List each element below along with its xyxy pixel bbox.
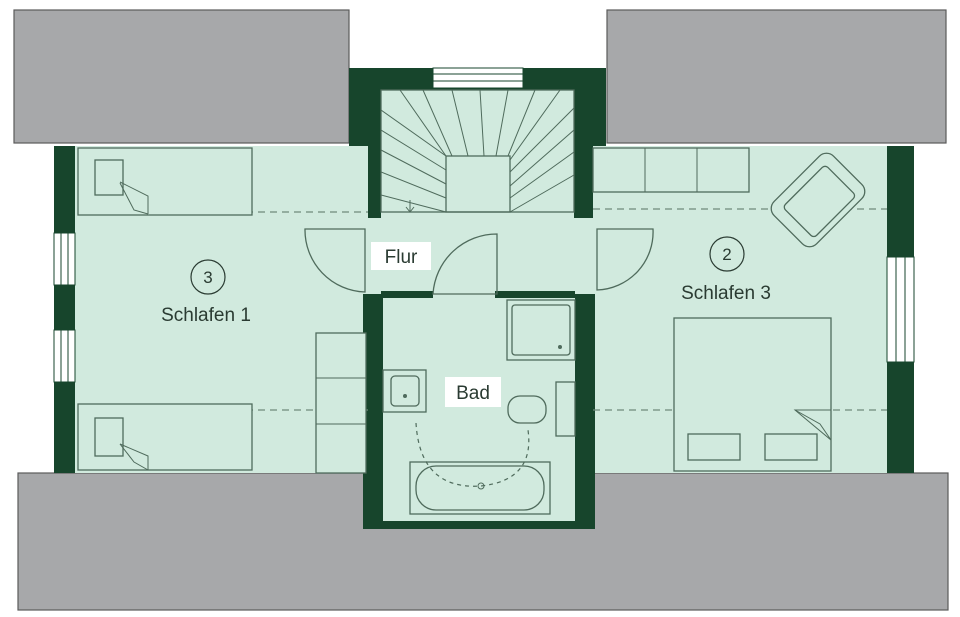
schlafen-3-furniture: [592, 147, 866, 472]
room-label-schlafen-1: Schlafen 1: [161, 305, 251, 326]
room-number-circle-2: [709, 236, 745, 272]
shelf-left: [315, 332, 367, 474]
room-labels: 3 Schlafen 1 2 Schlafen 3 Flur Bad: [161, 236, 771, 407]
bathroom-fixtures: [382, 299, 576, 515]
toilet: [507, 395, 547, 424]
room-number-schlafen-1: 3: [203, 268, 212, 287]
room-number-schlafen-3: 2: [722, 245, 731, 264]
shelf-right: [592, 147, 750, 193]
staircase: [380, 89, 575, 213]
roof-top-right: [606, 9, 947, 144]
armchair: [770, 152, 866, 248]
windows: [53, 67, 915, 383]
window-left-upper: [53, 232, 76, 286]
room-label-schlafen-3: Schlafen 3: [681, 283, 771, 304]
room-label-flur: Flur: [385, 247, 418, 268]
flur-label-bg: [371, 242, 431, 270]
schlafen-1-furniture: [77, 147, 367, 474]
window-top-stair: [432, 67, 524, 89]
room-label-bad: Bad: [456, 383, 490, 404]
roof-top-left: [13, 9, 350, 144]
flur-doors: [304, 228, 654, 295]
window-right: [886, 256, 915, 363]
bad-label-bg: [445, 377, 501, 407]
room-number-circle-3: [190, 259, 226, 295]
interior-walls: [363, 146, 595, 529]
toilet-tank: [555, 381, 576, 437]
window-left-lower: [53, 329, 76, 383]
